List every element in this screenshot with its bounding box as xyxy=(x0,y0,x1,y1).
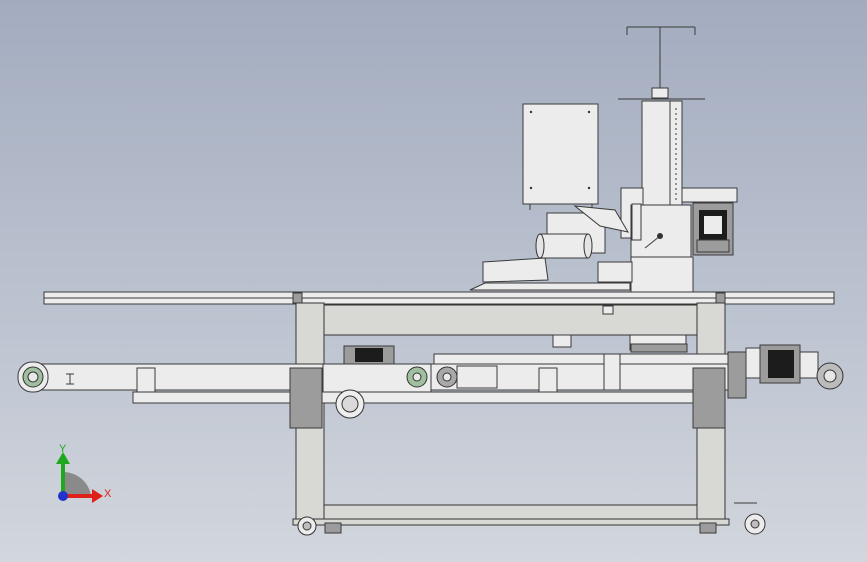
sewing-head[interactable] xyxy=(629,203,694,353)
center-gearbox[interactable] xyxy=(322,363,498,393)
caster-wheels[interactable] xyxy=(297,513,766,536)
bearing-blocks[interactable] xyxy=(289,351,747,429)
head-motor[interactable] xyxy=(692,202,734,256)
axis-triad[interactable]: Y X xyxy=(56,443,112,503)
conveyor-motor-center[interactable] xyxy=(343,345,395,365)
leveling-feet[interactable] xyxy=(324,502,757,534)
right-drive-motor[interactable] xyxy=(745,344,844,390)
left-end-roller[interactable] xyxy=(17,361,49,393)
spool-hanger[interactable] xyxy=(618,26,705,100)
workpiece-guide[interactable] xyxy=(469,205,633,291)
y-axis-label: Y xyxy=(59,443,67,455)
control-box[interactable] xyxy=(522,103,599,210)
table-top[interactable] xyxy=(43,291,835,305)
pipe-fitting[interactable] xyxy=(335,389,365,419)
x-axis-label: X xyxy=(104,488,112,500)
